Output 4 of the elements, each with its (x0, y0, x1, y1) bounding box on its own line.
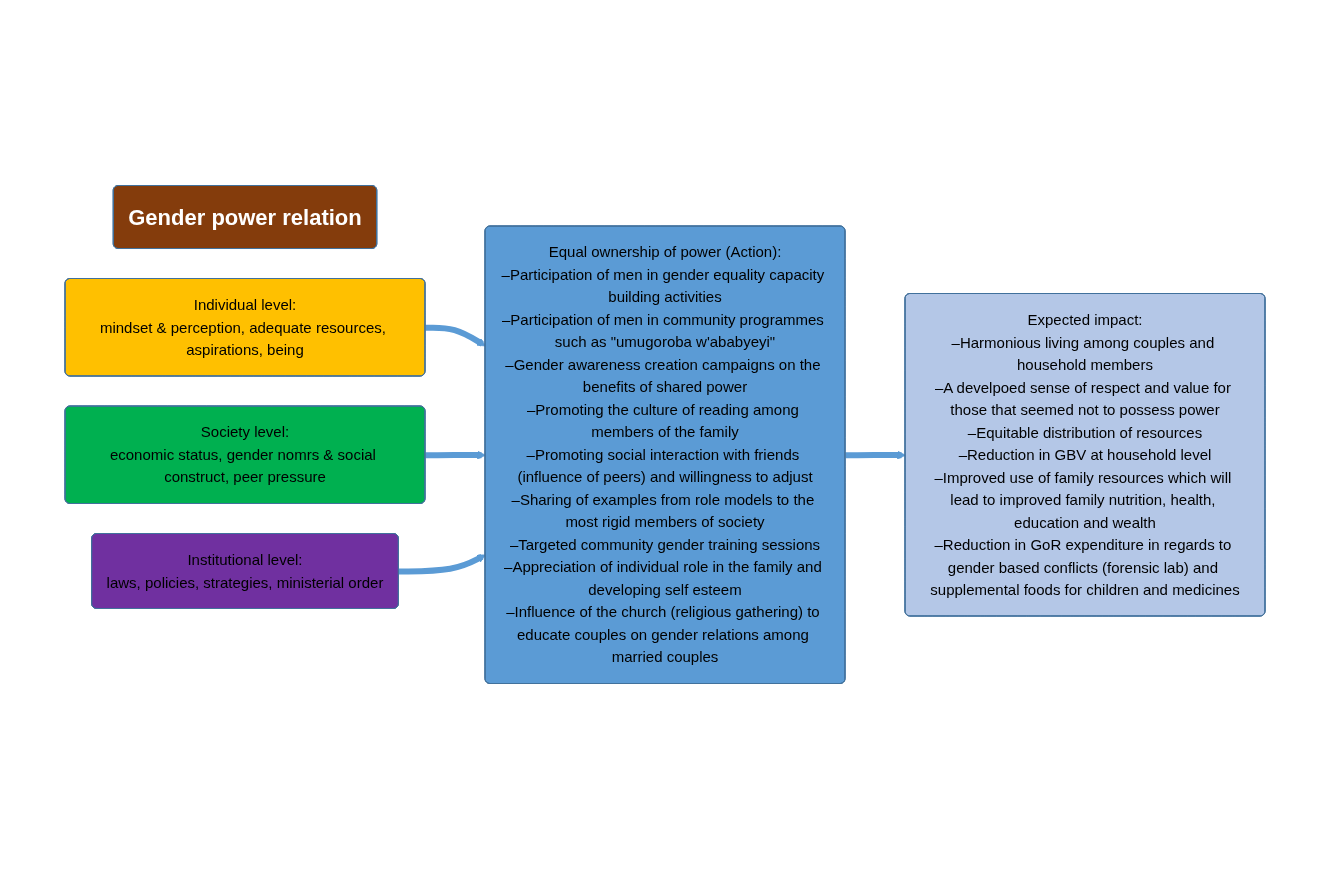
arrow (424, 450, 486, 460)
arrow (424, 324, 486, 347)
arrow (844, 450, 906, 460)
arrow (398, 554, 486, 575)
